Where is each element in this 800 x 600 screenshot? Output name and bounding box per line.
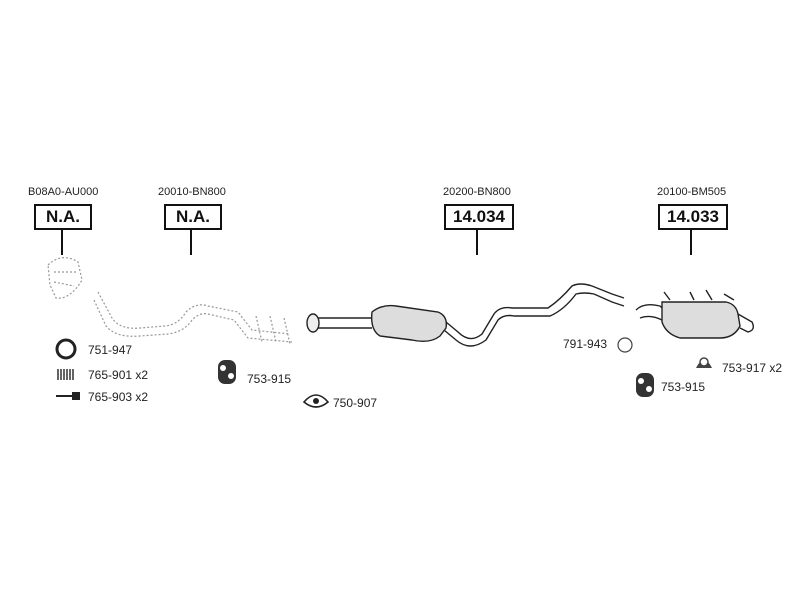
- oem-number: B08A0-AU000: [28, 186, 99, 198]
- accessory-label: 753-915: [661, 380, 706, 394]
- accessory-label: 765-901 x2: [88, 368, 149, 382]
- rubber-hanger-icon: [636, 373, 654, 397]
- accessory-label: 753-915: [247, 372, 292, 386]
- part-number-box: 14.033: [658, 204, 728, 230]
- front-pipe: [93, 291, 293, 345]
- centre-silencer: [306, 283, 625, 347]
- part-number-box: 14.034: [444, 204, 514, 230]
- rubber-hanger-icon: [218, 360, 236, 384]
- accessory-label: 753-917 x2: [722, 361, 783, 375]
- gasket-ring-icon: [55, 338, 77, 360]
- flange-gasket-icon: [302, 394, 330, 408]
- ring-icon: [617, 337, 633, 353]
- rear-silencer: [635, 289, 755, 339]
- part-number-box: N.A.: [34, 204, 92, 230]
- accessory-label: 750-907: [333, 396, 378, 410]
- bolt-icon: [56, 392, 80, 400]
- oem-number: 20100-BM505: [657, 186, 727, 198]
- rubber-mount-icon: [696, 357, 712, 368]
- exhaust-manifold: [47, 257, 83, 299]
- accessory-label: 791-943: [563, 337, 608, 351]
- oem-number: 20010-BN800: [158, 186, 226, 198]
- accessory-label: 751-947: [88, 343, 133, 357]
- accessory-label: 765-903 x2: [88, 390, 149, 404]
- spring-icon: [57, 369, 74, 380]
- part-number-box: N.A.: [164, 204, 222, 230]
- oem-number: 20200-BN800: [443, 186, 511, 198]
